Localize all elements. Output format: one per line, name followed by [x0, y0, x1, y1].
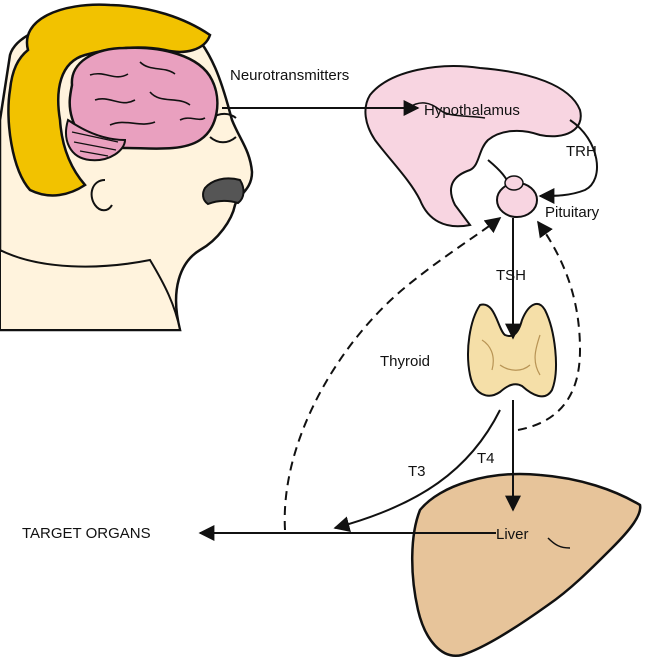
label-tsh: TSH: [496, 267, 526, 284]
label-target-organs: TARGET ORGANS: [22, 525, 151, 542]
label-liver: Liver: [496, 526, 529, 543]
hypothalamus-shape: [365, 66, 580, 226]
pituitary-lobe: [505, 176, 523, 190]
label-neurotransmitters: Neurotransmitters: [230, 67, 349, 84]
label-hypothalamus: Hypothalamus: [424, 102, 520, 119]
label-trh: TRH: [566, 143, 597, 160]
human-head: [0, 5, 252, 330]
hypothalamus-pituitary: [365, 66, 580, 226]
label-thyroid: Thyroid: [380, 353, 430, 370]
liver-organ: [412, 474, 640, 656]
label-t3: T3: [408, 463, 426, 480]
label-pituitary: Pituitary: [545, 204, 600, 221]
label-t4: T4: [477, 450, 495, 467]
liver-shape: [412, 474, 640, 656]
